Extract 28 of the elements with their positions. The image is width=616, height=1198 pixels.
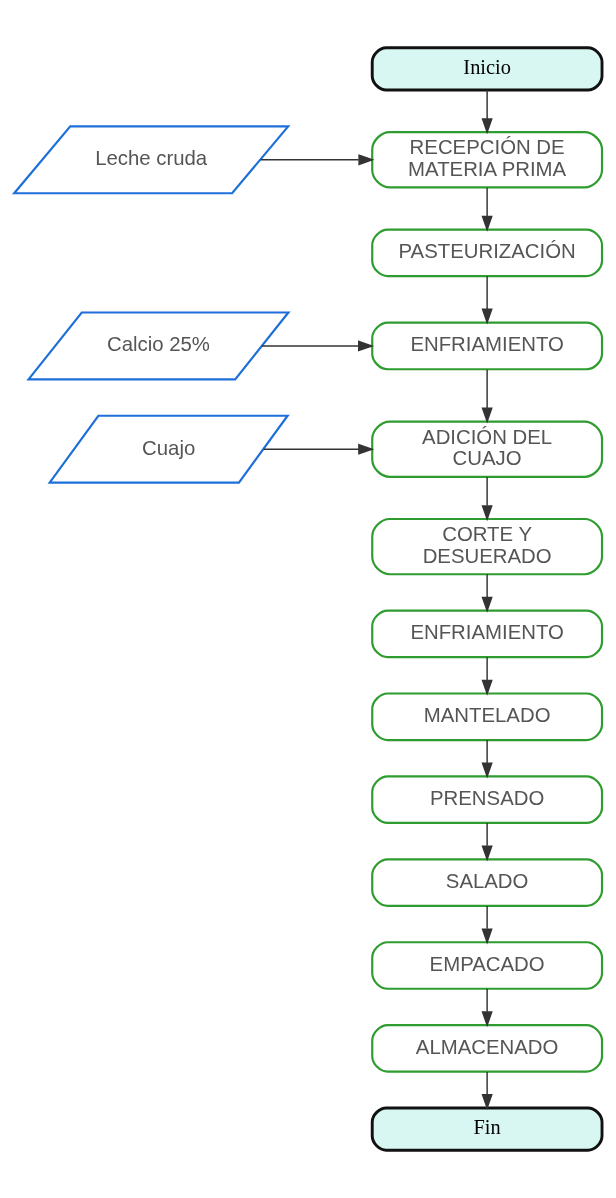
node-box: SALADO <box>371 858 604 907</box>
arrow <box>263 443 375 455</box>
arrow <box>481 187 493 232</box>
arrow <box>481 822 493 862</box>
node-box: ENFRIAMIENTO <box>371 609 604 659</box>
node-box: Fin <box>370 1106 604 1152</box>
node-box: CORTE Y DESUERADO <box>371 517 604 576</box>
node-box: PRENSADO <box>371 775 604 825</box>
arrow <box>481 573 493 613</box>
arrow <box>481 1071 493 1111</box>
arrow <box>481 739 493 779</box>
arrow <box>261 340 375 352</box>
node-box: ENFRIAMIENTO <box>371 321 604 371</box>
node-box: RECEPCIÓN DE MATERIA PRIMA <box>371 131 604 189</box>
arrow <box>481 988 493 1028</box>
node-box: ALMACENADO <box>371 1024 604 1073</box>
node-box: Inicio <box>370 46 604 92</box>
arrow <box>481 656 493 696</box>
node-box: EMPACADO <box>371 941 604 990</box>
node-box: ADICIÓN DEL CUAJO <box>371 420 604 478</box>
node-box: PASTEURIZACIÓN <box>371 228 604 278</box>
arrow <box>481 905 493 945</box>
arrow <box>481 368 493 424</box>
node-box: MANTELADO <box>371 692 604 742</box>
arrow <box>481 275 493 325</box>
arrow <box>481 476 493 522</box>
arrow <box>260 154 375 166</box>
arrow <box>481 89 493 135</box>
